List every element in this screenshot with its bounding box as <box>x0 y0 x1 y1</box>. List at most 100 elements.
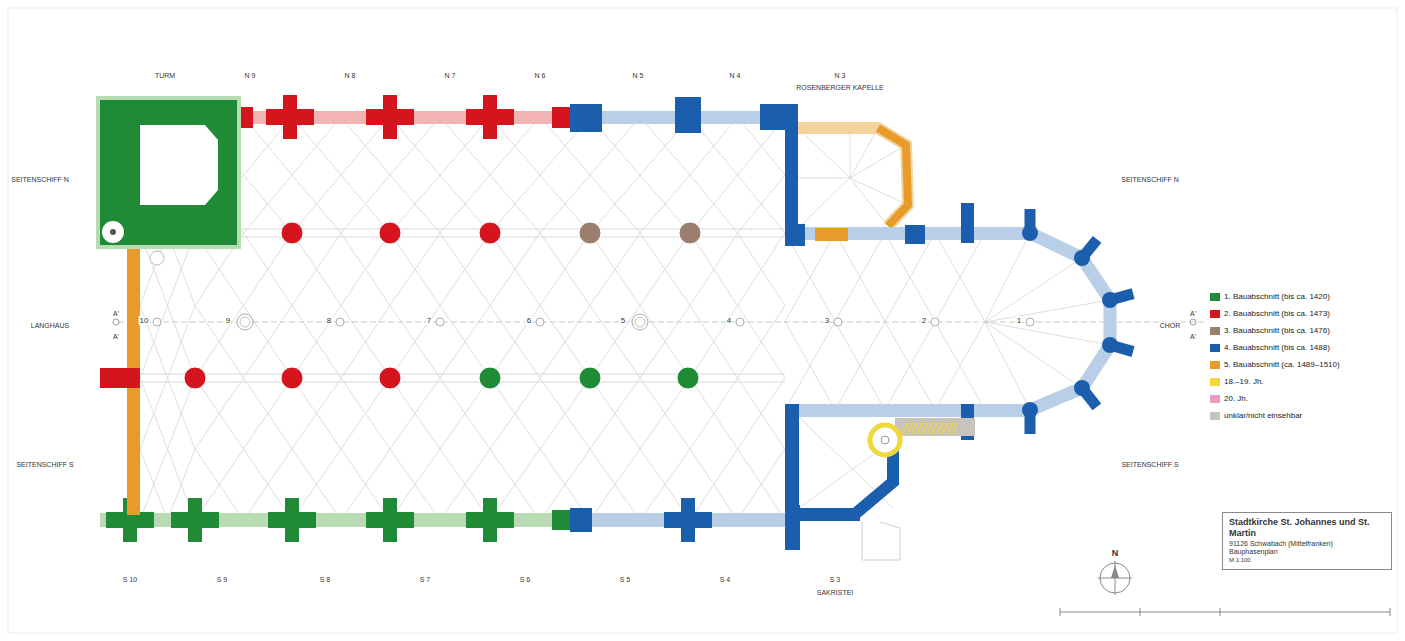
vault-rib <box>140 233 195 378</box>
label-anchor: N <box>1111 543 1120 559</box>
pier <box>1074 250 1090 266</box>
vault-rib <box>985 322 1110 345</box>
label-anchor: TURM <box>154 65 176 81</box>
section-label: A' <box>1189 333 1197 340</box>
legend-row: 1. Bauabschnitt (bis ca. 1420) <box>1210 288 1340 305</box>
stair-symbol <box>150 251 164 265</box>
legend-text: 20. Jh. <box>1224 394 1248 403</box>
pier <box>570 104 602 132</box>
keystone <box>635 317 645 327</box>
vault-rib <box>195 233 292 378</box>
vault-rib <box>785 233 885 410</box>
label-anchor: A' <box>1189 326 1197 342</box>
label-anchor: CHOR <box>1159 315 1182 331</box>
bay-label: S 9 <box>216 576 229 583</box>
vault-rib <box>590 378 690 520</box>
label-anchor: SAKRISTEI <box>816 582 855 598</box>
vault-rib <box>690 378 785 520</box>
keystone <box>436 318 444 326</box>
vault-rib <box>140 233 195 378</box>
column <box>379 222 401 244</box>
title-text: Bauphasenplan <box>1229 548 1385 557</box>
vault-rib <box>490 378 590 520</box>
vault-rib <box>490 378 590 520</box>
column <box>379 367 401 389</box>
label-anchor: SEITENSCHIFF N <box>1120 169 1180 185</box>
vault-rib <box>690 378 785 520</box>
column <box>677 367 699 389</box>
vault-rib <box>690 117 785 233</box>
vault-rib <box>390 117 490 233</box>
chapel-wall <box>878 128 908 226</box>
scale-bar <box>1060 612 1390 613</box>
vault-rib <box>195 378 292 520</box>
bay-label: N 7 <box>444 72 457 79</box>
vault-rib <box>785 233 885 410</box>
legend-swatch <box>1210 293 1220 301</box>
vault-rib <box>985 322 1030 410</box>
legend-row: unklar/nicht einsehbar <box>1210 407 1340 424</box>
label-anchor: SEITENSCHIFF S <box>1120 454 1179 470</box>
legend-swatch <box>1210 361 1220 369</box>
vault-rib <box>850 145 906 178</box>
room-label: SEITENSCHIFF N <box>10 176 70 183</box>
stair-tower <box>101 220 125 244</box>
label-anchor: SEITENSCHIFF N <box>10 169 70 185</box>
vault-rib <box>590 117 690 233</box>
vault-rib <box>195 233 292 378</box>
room-label: SAKRISTEI <box>816 589 855 596</box>
pier <box>466 512 514 528</box>
vault-rib <box>195 378 292 520</box>
pier <box>905 225 925 244</box>
vault-rib <box>490 233 590 378</box>
north-label: N <box>1111 548 1120 558</box>
column <box>479 222 501 244</box>
tower <box>100 100 237 245</box>
vault-rib <box>785 233 885 410</box>
scale-tick <box>1220 608 1221 616</box>
title-block: Stadtkirche St. Johannes und St. Martin9… <box>1222 512 1392 570</box>
legend-swatch <box>1210 310 1220 318</box>
vault-rib <box>850 128 851 178</box>
vault-rib <box>590 233 690 378</box>
pier <box>552 107 570 128</box>
apse-wall <box>1030 233 1110 410</box>
vault-rib <box>985 233 1030 322</box>
pier <box>1102 292 1118 308</box>
legend-text: unklar/nicht einsehbar <box>1224 411 1302 420</box>
arcade-line <box>237 229 785 230</box>
bay-label: N 6 <box>534 72 547 79</box>
vault-rib <box>292 117 390 233</box>
bay-label: S 4 <box>719 576 732 583</box>
buttress <box>785 505 800 550</box>
legend-swatch <box>1210 327 1220 335</box>
legend-row: 4. Bauabschnitt (bis ca. 1488) <box>1210 339 1340 356</box>
legend-text: 18.–19. Jh. <box>1224 377 1264 386</box>
arcade-line <box>237 237 785 238</box>
label-anchor: 2 <box>921 310 927 326</box>
legend-text: 3. Bauabschnitt (bis ca. 1476) <box>1224 326 1330 335</box>
label-anchor: 1 <box>1016 310 1022 326</box>
room-label: SEITENSCHIFF S <box>15 461 74 468</box>
sheet-frame <box>8 8 1397 633</box>
tower-label: TURM <box>154 72 176 79</box>
stair-newel <box>881 436 889 444</box>
hatching <box>902 422 958 434</box>
section-label: A' <box>1189 310 1197 317</box>
keystone <box>931 318 939 326</box>
vault-rib <box>195 378 292 520</box>
label-anchor: SEITENSCHIFF S <box>15 454 74 470</box>
section-marker <box>1190 319 1196 325</box>
vault-rib <box>850 128 878 178</box>
vault-rib <box>850 178 908 205</box>
vault-rib <box>140 378 195 520</box>
label-anchor: N 8 <box>344 65 357 81</box>
bay-number: 1 <box>1016 316 1022 325</box>
pier <box>266 109 314 125</box>
vault-rib <box>985 300 1110 322</box>
label-anchor: 8 <box>326 310 332 326</box>
label-anchor: N 4 <box>729 65 742 81</box>
wall <box>570 513 795 527</box>
